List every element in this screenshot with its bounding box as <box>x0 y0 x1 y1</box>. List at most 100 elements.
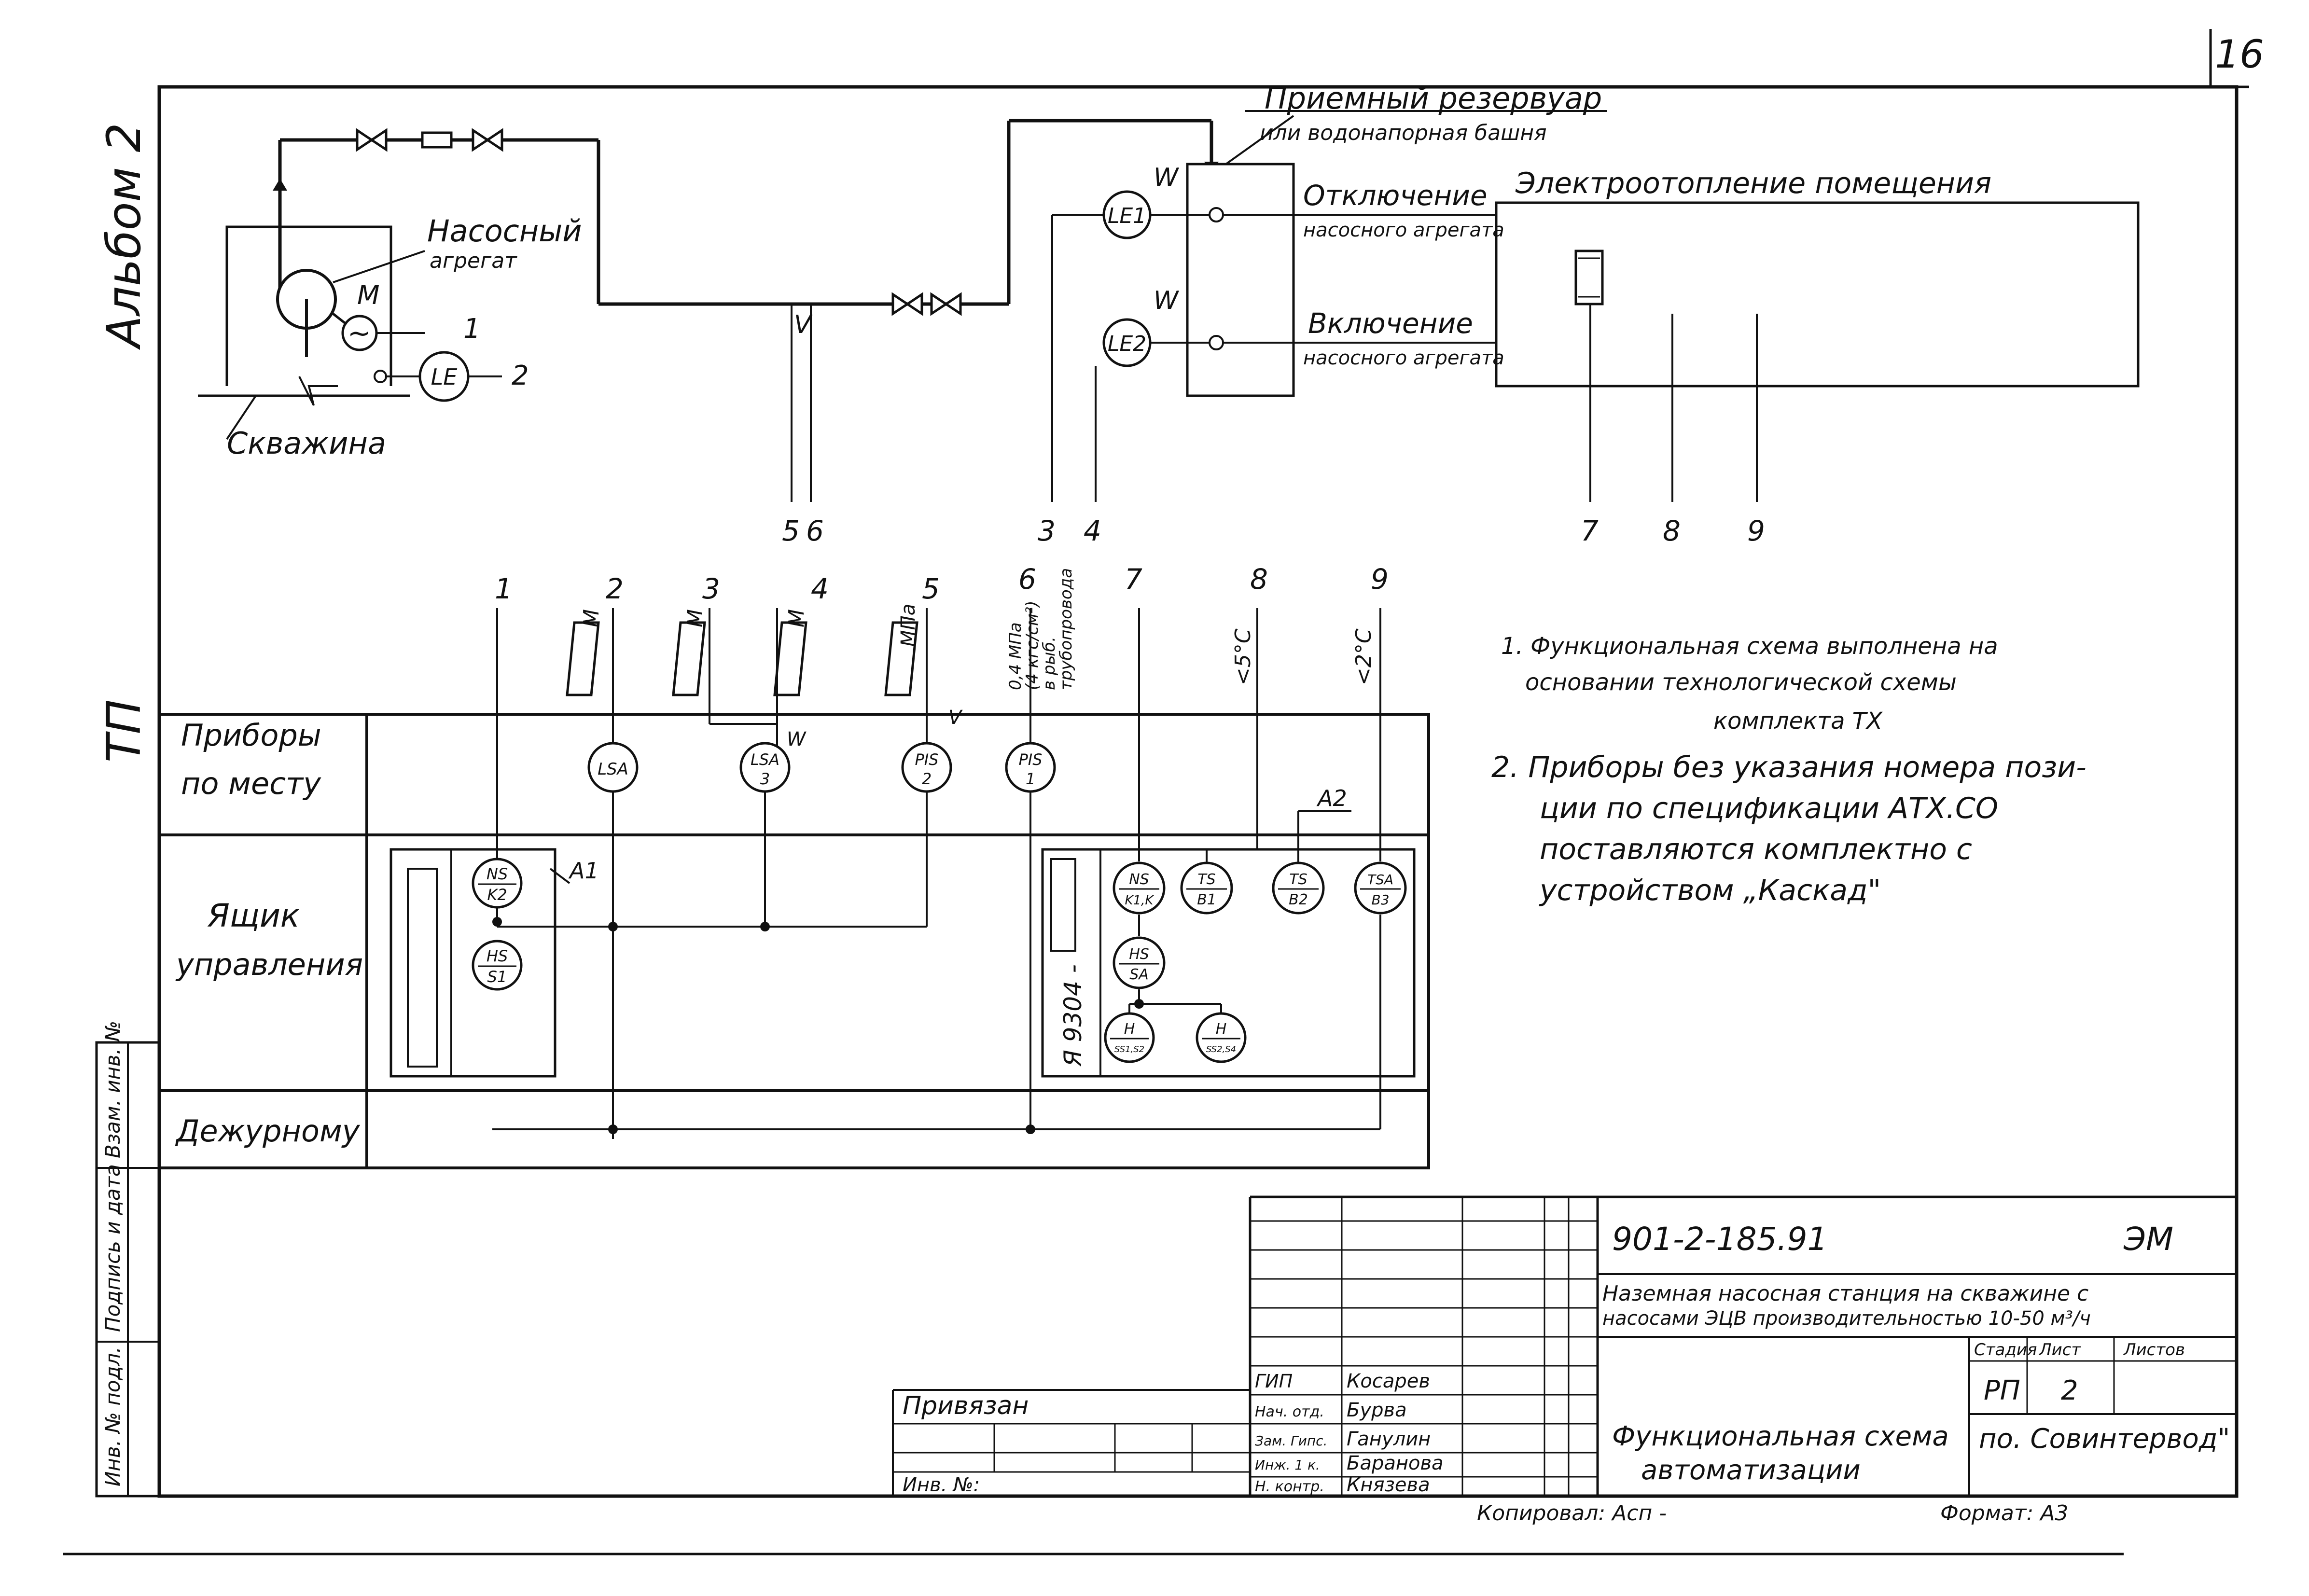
svg-text:<5°С: <5°С <box>1231 628 1255 685</box>
svg-text:M: M <box>357 280 380 310</box>
note-line: 2. Приборы без указания номера пози- <box>1491 750 2086 784</box>
svg-text:2: 2 <box>512 360 529 391</box>
svg-text:управления: управления <box>175 947 363 982</box>
process-labels: Насосный агрегат M ~ 1 LE 2 Скважина При… <box>227 81 1991 547</box>
document-mark: ЭМ <box>2123 1221 2173 1258</box>
svg-text:1: 1 <box>495 572 513 605</box>
h2-bubble <box>1196 1012 1247 1063</box>
stamp-sign-label: Подпись и дата <box>101 1164 125 1332</box>
column-headers: 1 2 3 4 5 6 7 8 9 М М М МПа 0,4 МПа (4 к… <box>495 563 1389 690</box>
svg-text:Формат: А3: Формат: А3 <box>1940 1501 2068 1526</box>
title-block <box>892 1195 2237 1496</box>
svg-text:HS: HS <box>487 947 508 965</box>
ts-b2-bubble <box>1272 861 1325 915</box>
svg-text:B3: B3 <box>1371 892 1389 908</box>
svg-text:1: 1 <box>1026 770 1035 788</box>
svg-text:Электроотопление помещения: Электроотопление помещения <box>1515 167 1991 200</box>
row-labels: Приборы по месту Ящик управления Дежурно… <box>175 718 363 1149</box>
instrument-wiring <box>492 608 1381 1139</box>
svg-text:Н. контр.: Н. контр. <box>1255 1478 1324 1495</box>
h1-bubble <box>1104 1012 1155 1063</box>
svg-text:9: 9 <box>1371 563 1389 596</box>
ns-k1k-bubble <box>1113 861 1166 915</box>
svg-text:8: 8 <box>1250 563 1268 596</box>
valve-icon <box>356 128 962 316</box>
row-label-local: Приборы <box>181 718 321 753</box>
lsa-bubble <box>587 742 639 793</box>
ts-b1-bubble <box>1180 861 1233 915</box>
svg-text:8: 8 <box>1663 514 1681 547</box>
svg-text:Баранова: Баранова <box>1347 1452 1444 1474</box>
heater-icon <box>1574 250 1604 305</box>
svg-text:2: 2 <box>606 572 624 605</box>
svg-text:Листов: Листов <box>2123 1340 2185 1360</box>
svg-text:(4 кгс/см²): (4 кгс/см²) <box>1023 601 1042 691</box>
svg-text:в рыб.: в рыб. <box>1040 637 1059 690</box>
svg-text:4: 4 <box>811 572 829 605</box>
svg-text:W: W <box>1154 286 1180 315</box>
reservoir-box <box>1186 163 1295 397</box>
note-line: устройством „Каскад" <box>1539 874 1881 907</box>
svg-text:насосами ЭЦВ производительност: насосами ЭЦВ производительностью 10-50 м… <box>1602 1307 2091 1330</box>
svg-text:S1: S1 <box>487 968 507 986</box>
svg-text:трубопровода: трубопровода <box>1057 568 1076 690</box>
svg-text:3: 3 <box>760 770 770 788</box>
svg-text:Стадия: Стадия <box>1974 1340 2037 1360</box>
svg-text:LSA: LSA <box>598 760 628 779</box>
tied-label: Привязан <box>903 1391 1029 1420</box>
tp-label: ТП <box>97 699 151 763</box>
svg-text:LSA: LSA <box>751 750 779 769</box>
svg-text:1: 1 <box>463 313 481 345</box>
svg-text:Инв. №:: Инв. №: <box>903 1474 980 1496</box>
note-line: 1. Функциональная схема выполнена на <box>1501 633 1998 660</box>
svg-text:TS: TS <box>1197 871 1215 888</box>
svg-text:Включение: Включение <box>1308 307 1473 340</box>
svg-text:5: 5 <box>782 514 800 547</box>
svg-text:PIS: PIS <box>1018 750 1042 769</box>
svg-text:Я 9304 -: Я 9304 - <box>1059 964 1087 1067</box>
svg-text:SS2,S4: SS2,S4 <box>1206 1044 1236 1055</box>
note-line: ции по спецификации АТХ.СО <box>1540 791 1998 825</box>
svg-text:Насосный: Насосный <box>427 213 582 249</box>
tsa-b3-bubble <box>1354 861 1407 915</box>
project-title: Наземная насосная станция на скважине с <box>1602 1281 2088 1306</box>
svg-text:Отключение: Отключение <box>1303 179 1488 212</box>
row-label-box: Ящик <box>207 897 300 934</box>
svg-text:4: 4 <box>1084 514 1101 547</box>
svg-text:K1,K: K1,K <box>1125 893 1154 908</box>
svg-text:А1: А1 <box>568 858 599 884</box>
svg-text:Князева: Князева <box>1347 1474 1430 1496</box>
svg-text:PIS: PIS <box>915 750 938 769</box>
svg-text:K2: K2 <box>487 886 507 904</box>
svg-text:W: W <box>1154 163 1180 192</box>
process-flow <box>198 110 2140 502</box>
instrument-labels: LSA LSA 3 W PIS 2 V PIS 1 NS K2 HS S1 А1… <box>487 707 1393 1067</box>
svg-text:насосного агрегата: насосного агрегата <box>1303 347 1504 369</box>
svg-text:B1: B1 <box>1197 891 1216 908</box>
instrument-table <box>158 713 1430 1169</box>
svg-text:3: 3 <box>702 572 720 605</box>
svg-text:H: H <box>1216 1021 1227 1038</box>
svg-text:или водонапорная башня: или водонапорная башня <box>1260 121 1547 145</box>
svg-text:Нач. отд.: Нач. отд. <box>1255 1403 1324 1420</box>
hs-s1-bubble <box>472 940 523 991</box>
svg-text:W: W <box>787 728 807 750</box>
stamp-inv-label: Инв. № подл. <box>101 1346 125 1486</box>
sheet-number: 16 <box>2215 32 2264 77</box>
note-line: поставляются комплектно с <box>1540 833 1972 866</box>
album-label: Альбом 2 <box>97 123 151 350</box>
svg-text:9: 9 <box>1747 514 1765 547</box>
svg-text:SA: SA <box>1129 966 1149 983</box>
stamp-replace-label: Взам. инв. № <box>101 1021 125 1158</box>
svg-text:7: 7 <box>1581 514 1599 547</box>
svg-text:насосного агрегата: насосного агрегата <box>1303 219 1504 241</box>
svg-text:NS: NS <box>1129 871 1149 888</box>
well-casing <box>225 225 392 386</box>
svg-text:V: V <box>794 310 813 339</box>
sheet-value: 2 <box>2061 1375 2078 1406</box>
svg-text:Косарев: Косарев <box>1347 1370 1430 1392</box>
svg-text:Зам. Гипс.: Зам. Гипс. <box>1255 1433 1327 1449</box>
svg-text:Лист: Лист <box>2038 1340 2081 1360</box>
junction-dots <box>492 917 1144 1134</box>
svg-text:0,4 МПа: 0,4 МПа <box>1006 622 1025 690</box>
